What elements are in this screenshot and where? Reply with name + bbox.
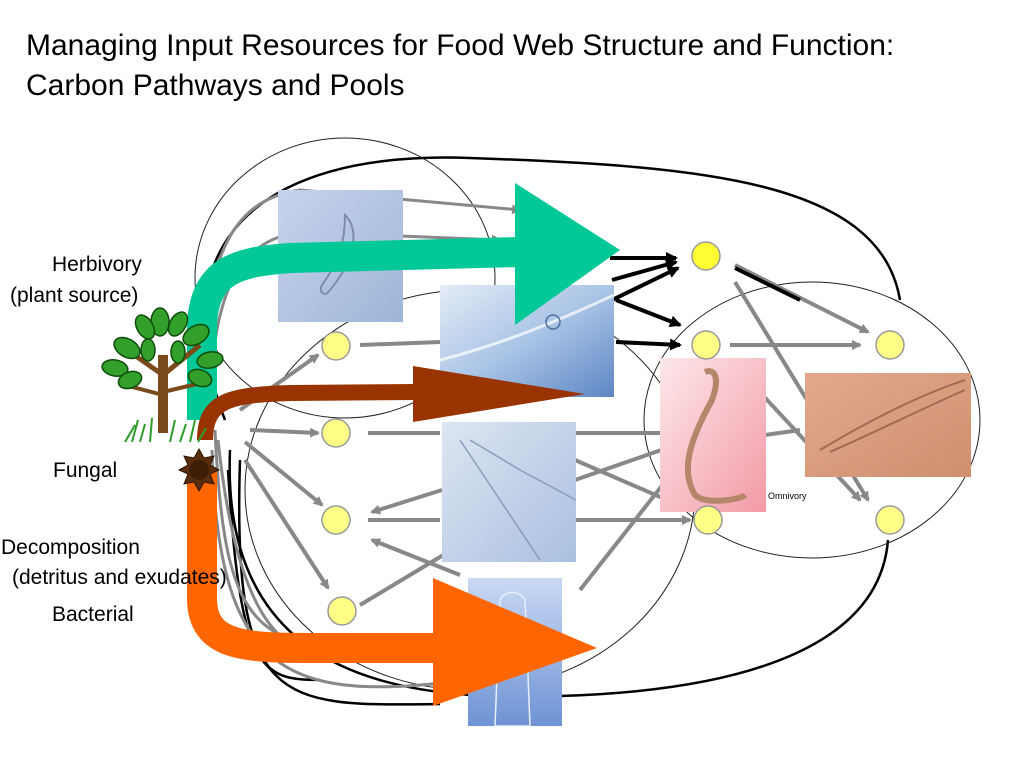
nodes xyxy=(321,241,905,626)
ellipse-herbivory-group xyxy=(194,137,496,419)
detritus-label: (detritus and exudates) xyxy=(12,566,227,589)
black-arrow-2 xyxy=(611,258,678,282)
black-arrow-3 xyxy=(611,266,680,302)
bacterial-label: Bacterial xyxy=(52,603,134,626)
black-arrow-5 xyxy=(615,338,682,351)
spiky-ball-icon xyxy=(177,447,221,493)
node-l2 xyxy=(321,418,351,448)
node-l3 xyxy=(321,505,351,535)
fungal-label: Fungal xyxy=(53,459,118,482)
arrow-r xyxy=(734,263,870,334)
herbivory-arrow xyxy=(187,183,620,420)
gray-arrows xyxy=(238,263,870,607)
arrow-n-a xyxy=(249,427,320,438)
node-m1 xyxy=(691,330,721,360)
black-arrow-4 xyxy=(615,298,682,327)
photo-6 xyxy=(805,373,971,477)
node-r2 xyxy=(875,505,905,535)
node-r1 xyxy=(875,330,905,360)
herbivory-label: Herbivory xyxy=(52,253,142,276)
arrow-n-b xyxy=(243,440,324,507)
node-top xyxy=(691,241,721,271)
arrow-j xyxy=(370,538,461,577)
photo-3 xyxy=(442,422,577,562)
node-l1 xyxy=(321,331,351,361)
node-m2 xyxy=(693,505,723,535)
bacterial-arrow xyxy=(187,470,597,706)
arrow-i xyxy=(370,488,443,515)
black-arrow-6 xyxy=(734,266,801,302)
slide-title: Managing Input Resources for Food Web St… xyxy=(26,26,1016,106)
title-line-2: Carbon Pathways and Pools xyxy=(26,69,405,102)
tree-icon xyxy=(101,307,224,443)
plant-source-label: (plant source) xyxy=(10,284,139,307)
fungal-arrow xyxy=(197,366,585,441)
arrow-n-c xyxy=(243,458,330,590)
photo-5 xyxy=(660,358,766,512)
arrow-u xyxy=(359,340,441,347)
outer-curve-bottom-2 xyxy=(237,459,441,706)
ellipse-right-group xyxy=(643,281,981,559)
node-l4 xyxy=(327,596,357,626)
decomposition-label: Decomposition xyxy=(1,536,140,559)
title-line-1: Managing Input Resources for Food Web St… xyxy=(26,29,895,62)
omnivory-label: Omnivory xyxy=(768,491,807,501)
